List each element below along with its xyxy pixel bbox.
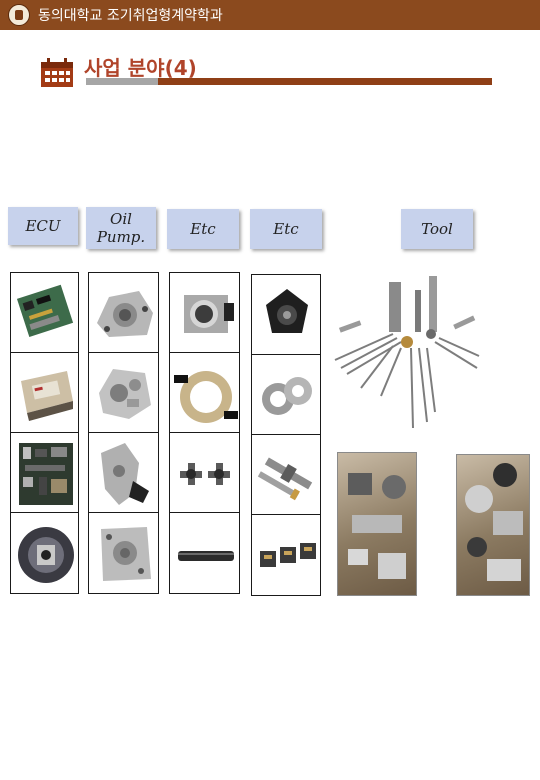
university-logo-icon [8, 4, 30, 26]
section-title: 사업 분야(4) [84, 56, 197, 80]
product-image-ecu-housing [10, 352, 79, 434]
product-image-oil-pump-body [88, 432, 159, 514]
product-image-parts-tray-2 [456, 454, 530, 596]
calendar-icon [41, 58, 73, 87]
category-label-etc-1: Etc [167, 209, 239, 249]
product-image-oil-pump-cover [88, 352, 159, 434]
product-image-parts-tray-1 [337, 452, 417, 596]
category-label-tool: Tool [401, 209, 473, 249]
product-image-pin-sleeve [169, 512, 240, 594]
product-image-rotary-sensor [169, 352, 240, 434]
product-image-rotor-assembly [251, 274, 321, 356]
category-label-etc-2: Etc [250, 209, 322, 249]
product-image-ecu-board [10, 272, 79, 354]
product-image-tooling-set [331, 272, 481, 432]
product-image-connector-blocks [251, 514, 321, 596]
product-image-throttle-body [169, 272, 240, 354]
product-image-universal-joints [169, 432, 240, 514]
category-label-oil-pump: Oil Pump. [86, 207, 156, 249]
title-underline-brown [158, 78, 492, 85]
product-image-oil-pump-housing [88, 272, 159, 354]
category-label-ecu: ECU [8, 207, 78, 245]
header-title: 동의대학교 조기취업형계약학과 [38, 8, 223, 24]
product-image-shaft-parts [251, 434, 321, 516]
product-image-ecu-motor-controller [10, 512, 79, 594]
header-bar: 동의대학교 조기취업형계약학과 [0, 0, 540, 30]
product-image-ball-bearings [251, 354, 321, 436]
product-image-oil-pump-plate [88, 512, 159, 594]
product-image-ecu-pcb [10, 432, 79, 514]
title-underline-gray [86, 78, 158, 85]
